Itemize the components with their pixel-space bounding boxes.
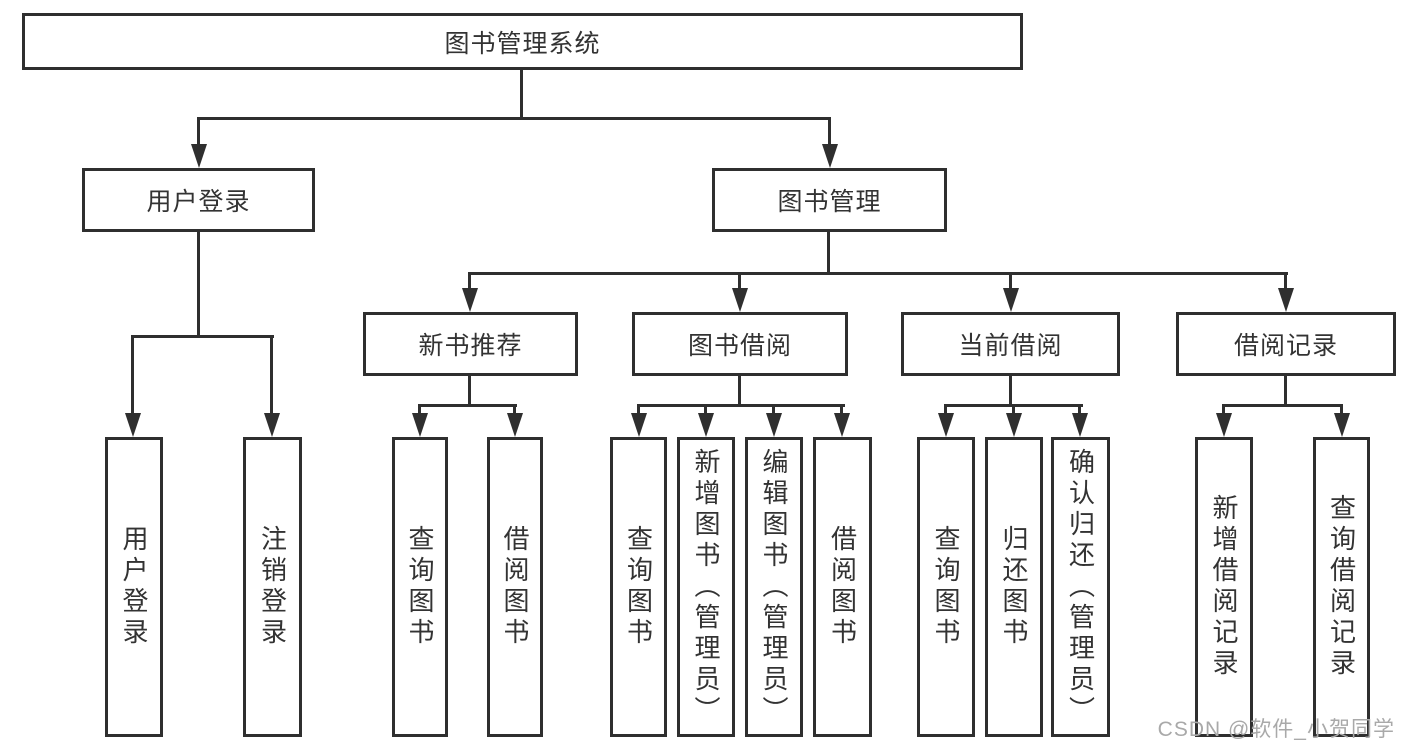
- connector-drop-new-book-recommend: [468, 275, 471, 290]
- node-book-borrow: 图书借阅: [632, 312, 848, 376]
- arrowhead-current-borrow: [1003, 288, 1019, 312]
- leaf-cb-query-books-label: 查询图书: [931, 525, 961, 649]
- connector-nbr-rail: [418, 404, 517, 407]
- node-borrow-records-label: 借阅记录: [1233, 332, 1338, 360]
- leaf-nbr-borrow-books: 借阅图书: [487, 437, 543, 737]
- leaf-cb-confirm-return-admin-label: 确认归还（管理员）: [1065, 447, 1096, 727]
- leaf-logout-label: 注销登录: [257, 525, 288, 649]
- arrowhead-cb-return: [1006, 413, 1022, 437]
- csdn-watermark: CSDN @软件_小贺同学: [1157, 718, 1395, 741]
- connector-bb-stem: [738, 376, 741, 405]
- connector-drop-cb-return: [1012, 407, 1015, 416]
- leaf-nbr-query-books-label: 查询图书: [405, 525, 435, 649]
- connector-root-rail: [197, 117, 831, 120]
- connector-user-login-rail: [131, 335, 274, 338]
- connector-drop-cb-query: [944, 407, 947, 416]
- node-root: 图书管理系统: [22, 13, 1023, 70]
- leaf-user-login-label: 用户登录: [119, 525, 149, 649]
- leaf-bb-add-books-admin-label: 新增图书（管理员）: [691, 447, 721, 727]
- node-user-login-label: 用户登录: [146, 188, 251, 216]
- node-user-login: 用户登录: [82, 168, 315, 232]
- connector-drop-user-login: [197, 120, 200, 146]
- connector-book-management-stem: [827, 232, 830, 273]
- connector-br-rail: [1222, 404, 1343, 407]
- leaf-bb-edit-books-admin: 编辑图书（管理员）: [745, 437, 803, 737]
- leaf-br-add-record-label: 新增借阅记录: [1209, 494, 1239, 680]
- arrowhead-bb-borrow: [834, 413, 850, 437]
- leaf-bb-query-books-label: 查询图书: [623, 525, 654, 649]
- arrowhead-book-borrow: [732, 288, 748, 312]
- arrowhead-bb-add: [698, 413, 714, 437]
- connector-drop-br-add: [1222, 407, 1225, 416]
- arrowhead-ul-login: [125, 413, 141, 437]
- arrowhead-borrow-records: [1278, 288, 1294, 312]
- leaf-br-query-record: 查询借阅记录: [1313, 437, 1370, 737]
- leaf-nbr-borrow-books-label: 借阅图书: [500, 525, 530, 649]
- connector-drop-cb-confirm: [1078, 407, 1081, 416]
- connector-book-management-rail: [468, 272, 1288, 275]
- connector-drop-borrow-records: [1284, 275, 1287, 290]
- arrowhead-book-management: [822, 144, 838, 168]
- connector-drop-ul-logout: [270, 338, 273, 415]
- arrowhead-ul-logout: [264, 413, 280, 437]
- connector-user-login-stem: [197, 232, 200, 336]
- connector-bb-rail: [637, 404, 845, 407]
- leaf-cb-return-books: 归还图书: [985, 437, 1043, 737]
- connector-drop-current-borrow: [1009, 275, 1012, 290]
- node-current-borrow: 当前借阅: [901, 312, 1120, 376]
- connector-cb-stem: [1009, 376, 1012, 405]
- connector-drop-br-query: [1340, 407, 1343, 416]
- arrowhead-user-login: [191, 144, 207, 168]
- arrowhead-br-add: [1216, 413, 1232, 437]
- leaf-logout: 注销登录: [243, 437, 302, 737]
- connector-br-stem: [1284, 376, 1287, 405]
- leaf-bb-edit-books-admin-label: 编辑图书（管理员）: [759, 447, 789, 727]
- arrowhead-bb-edit: [766, 413, 782, 437]
- connector-drop-bb-edit: [772, 407, 775, 416]
- connector-drop-bb-add: [704, 407, 707, 416]
- node-borrow-records: 借阅记录: [1176, 312, 1396, 376]
- arrowhead-new-book-recommend: [462, 288, 478, 312]
- leaf-br-query-record-label: 查询借阅记录: [1326, 494, 1357, 680]
- connector-drop-ul-login: [131, 338, 134, 415]
- connector-drop-bb-query: [637, 407, 640, 416]
- leaf-cb-return-books-label: 归还图书: [999, 525, 1029, 649]
- node-book-borrow-label: 图书借阅: [687, 332, 792, 360]
- leaf-bb-borrow-books-label: 借阅图书: [827, 525, 858, 649]
- connector-drop-bb-borrow: [840, 407, 843, 416]
- node-root-label: 图书管理系统: [444, 29, 601, 58]
- arrowhead-nbr-borrow: [507, 413, 523, 437]
- arrowhead-nbr-query: [412, 413, 428, 437]
- node-new-book-recommend-label: 新书推荐: [418, 332, 523, 360]
- leaf-nbr-query-books: 查询图书: [392, 437, 448, 737]
- connector-drop-nbr-borrow: [513, 407, 516, 416]
- arrowhead-cb-query: [938, 413, 954, 437]
- node-book-management-label: 图书管理: [777, 188, 882, 216]
- arrowhead-bb-query: [631, 413, 647, 437]
- node-new-book-recommend: 新书推荐: [363, 312, 578, 376]
- connector-drop-book-management: [828, 120, 831, 146]
- leaf-cb-query-books: 查询图书: [917, 437, 975, 737]
- leaf-bb-add-books-admin: 新增图书（管理员）: [677, 437, 735, 737]
- connector-root-stem: [520, 70, 523, 118]
- leaf-br-add-record: 新增借阅记录: [1195, 437, 1253, 737]
- leaf-bb-query-books: 查询图书: [610, 437, 667, 737]
- arrowhead-cb-confirm: [1072, 413, 1088, 437]
- connector-drop-book-borrow: [738, 275, 741, 290]
- leaf-bb-borrow-books: 借阅图书: [813, 437, 872, 737]
- leaf-cb-confirm-return-admin: 确认归还（管理员）: [1051, 437, 1110, 737]
- connector-cb-rail: [944, 404, 1083, 407]
- node-book-management: 图书管理: [712, 168, 947, 232]
- arrowhead-br-query: [1334, 413, 1350, 437]
- connector-drop-nbr-query: [418, 407, 421, 416]
- node-current-borrow-label: 当前借阅: [958, 332, 1063, 360]
- connector-nbr-stem: [468, 376, 471, 405]
- leaf-user-login: 用户登录: [105, 437, 163, 737]
